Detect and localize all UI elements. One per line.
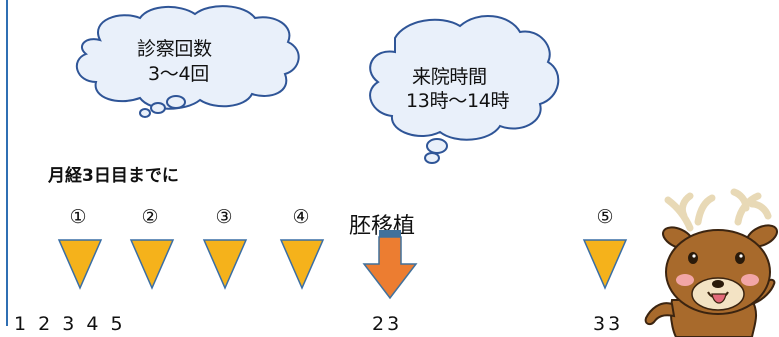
down-triangle-icon	[202, 239, 248, 290]
cloud-time-range: 13時〜14時	[406, 90, 510, 112]
down-triangle-icon	[279, 239, 325, 290]
section-heading: 月経3日目までに	[48, 166, 179, 186]
marker-1: ①	[69, 206, 87, 228]
marker-5: ⑤	[596, 206, 614, 228]
cloud-time-title: 来院時間	[412, 66, 487, 88]
day-label-transfer: 23	[372, 313, 403, 335]
marker-4: ④	[292, 206, 310, 228]
down-triangle-icon	[582, 239, 628, 290]
cloud-visits-icon	[75, 5, 300, 118]
left-border-line	[6, 0, 8, 326]
down-arrow-icon	[362, 230, 418, 300]
down-triangle-icon	[57, 239, 103, 290]
cloud-visits-title: 診察回数	[137, 38, 212, 60]
cloud-visits-count: 3〜4回	[148, 63, 209, 85]
down-triangle-icon	[129, 239, 175, 290]
day-labels-start: 1 2 3 4 5	[14, 313, 126, 335]
marker-3: ③	[215, 206, 233, 228]
marker-2: ②	[141, 206, 159, 228]
cloud-time-icon	[369, 14, 560, 164]
day-label-end: 33	[593, 313, 624, 335]
